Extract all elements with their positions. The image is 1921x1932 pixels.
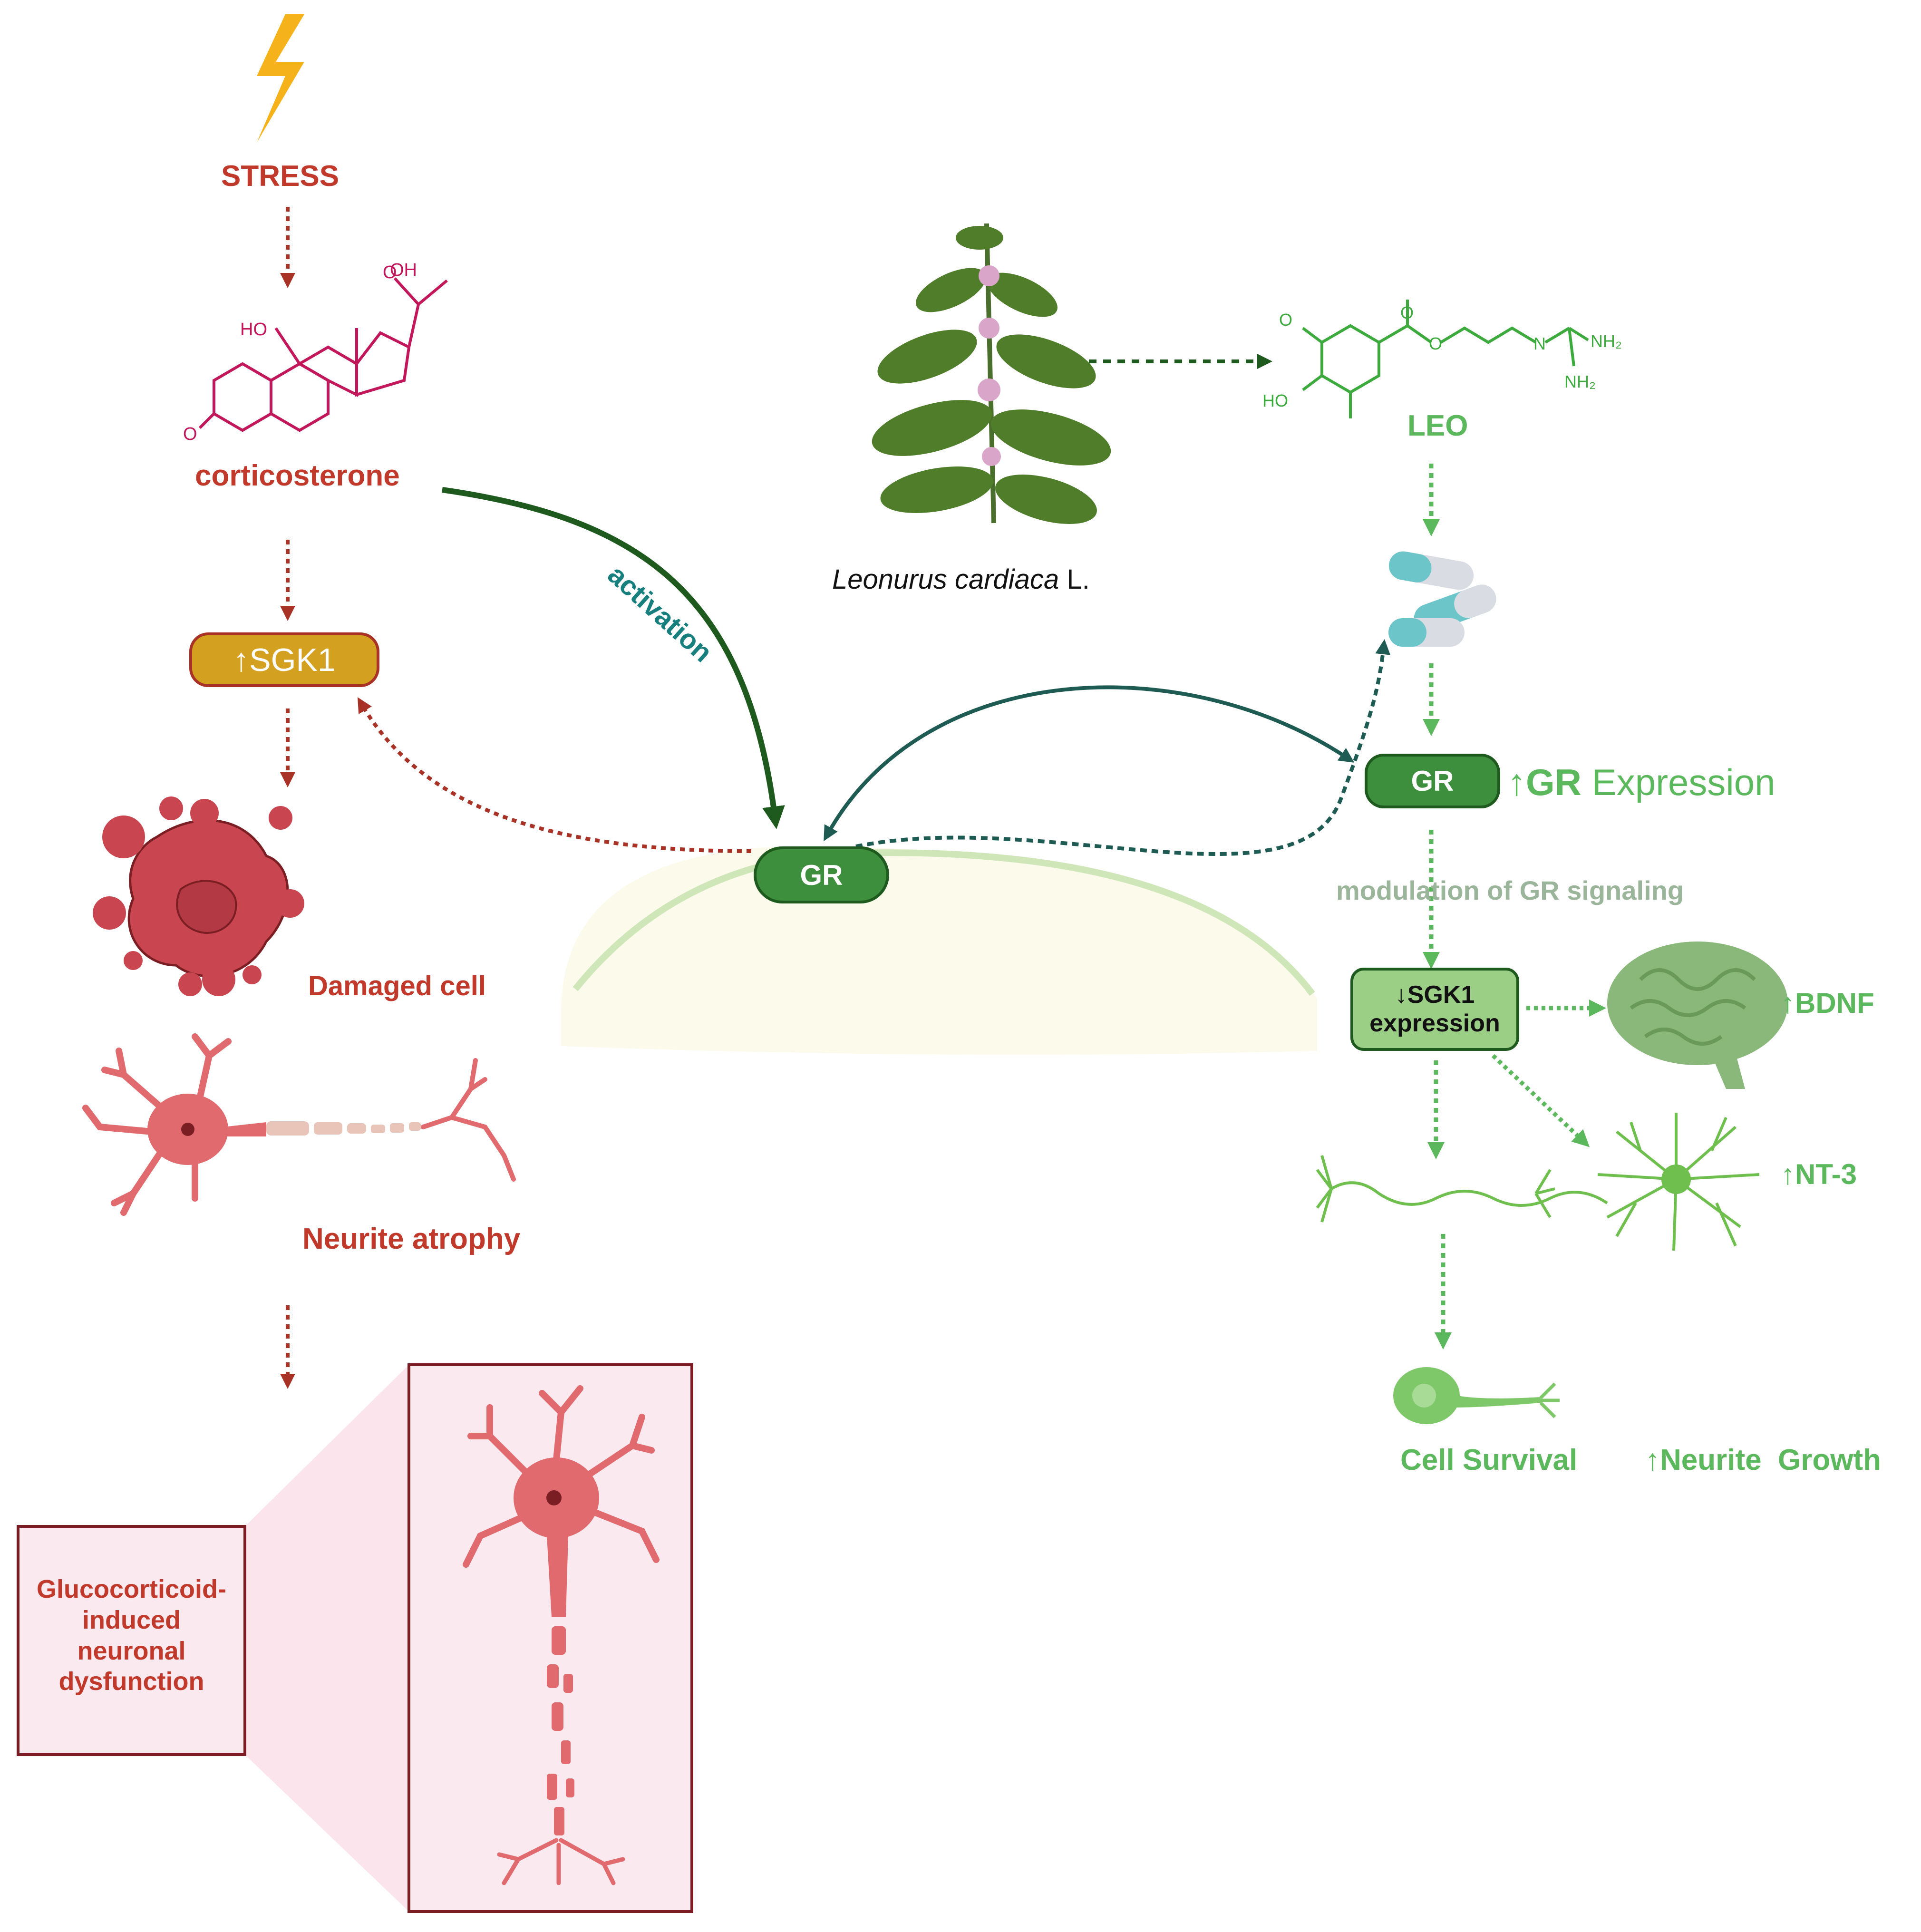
neurite-growth-label: ↑Neurite Growth bbox=[1645, 1444, 1882, 1476]
stress-label: STRESS bbox=[221, 160, 340, 193]
neuron-icon bbox=[1597, 1113, 1760, 1251]
leo-atom-labels: O O N NH₂ NH₂ HO O bbox=[1262, 303, 1622, 410]
steroid-ho: HO bbox=[240, 320, 267, 340]
dysfunction-zoom bbox=[17, 1363, 693, 1913]
lightning-bolt-icon bbox=[257, 14, 304, 143]
arrow-sgk1-to-neuron bbox=[1491, 1054, 1590, 1147]
steroid-oh: OH bbox=[390, 260, 417, 280]
leo-structure-icon bbox=[1302, 300, 1589, 418]
sgk1-up-label: ↑SGK1 bbox=[233, 641, 336, 678]
cell-survival-neuron-icon bbox=[1393, 1367, 1560, 1424]
gr-expression-label: ↑GR Expression bbox=[1507, 761, 1775, 804]
steroid-ketone-o: O bbox=[183, 424, 197, 444]
leo-label: LEO bbox=[1407, 409, 1468, 442]
capsule-icon bbox=[1388, 551, 1496, 647]
gr-right-label: GR bbox=[1411, 765, 1454, 797]
neurite-icon bbox=[1316, 1155, 1608, 1223]
gr-expression-rest: Expression bbox=[1581, 761, 1775, 803]
dysfunctional-neuron-icon bbox=[463, 1385, 660, 1885]
gr-expression-arrow: ↑ bbox=[1507, 761, 1526, 803]
svg-text:N: N bbox=[1533, 334, 1546, 353]
sgk1-down-line1: ↓SGK1 bbox=[1395, 981, 1475, 1009]
brain-icon bbox=[1607, 942, 1788, 1089]
sgk1-down-box: ↓SGK1 expression bbox=[1350, 968, 1519, 1051]
svg-text:O: O bbox=[1279, 310, 1292, 330]
plant-species: Leonurus cardiaca bbox=[832, 564, 1059, 595]
arrow-gr-to-sgk1 bbox=[357, 697, 752, 853]
leonurus-plant-icon bbox=[872, 223, 1111, 524]
modulation-label: modulation of GR signaling bbox=[1336, 875, 1684, 905]
neurite-atrophy-label: Neurite atrophy bbox=[302, 1223, 521, 1255]
gr-expression-bold: GR bbox=[1526, 761, 1581, 803]
steroid-o: O bbox=[383, 262, 397, 282]
svg-text:NH₂: NH₂ bbox=[1591, 331, 1622, 351]
atrophy-neuron-icon bbox=[82, 1033, 516, 1216]
sgk1-down-line2: expression bbox=[1369, 1009, 1500, 1037]
activation-arrow bbox=[442, 487, 785, 829]
cell-membrane bbox=[561, 845, 1317, 1055]
damaged-cell-label: Damaged cell bbox=[308, 971, 486, 1001]
plant-author: L. bbox=[1059, 564, 1090, 595]
sgk1-up-badge: ↑SGK1 bbox=[189, 632, 379, 687]
svg-text:NH₂: NH₂ bbox=[1564, 372, 1596, 391]
plant-name-label: Leonurus cardiaca L. bbox=[832, 563, 1090, 595]
cell-survival-label: Cell Survival bbox=[1400, 1444, 1578, 1476]
gr-right-node: GR bbox=[1365, 754, 1500, 808]
svg-text:O: O bbox=[1400, 303, 1414, 322]
gr-center-label: GR bbox=[800, 859, 843, 891]
nt3-label: ↑NT-3 bbox=[1781, 1158, 1857, 1190]
gr-center-node: GR bbox=[754, 846, 889, 903]
svg-text:O: O bbox=[1429, 334, 1442, 353]
damaged-cell-icon bbox=[93, 796, 304, 996]
svg-text:HO: HO bbox=[1262, 391, 1288, 410]
bdnf-label: ↑BDNF bbox=[1781, 987, 1874, 1019]
arrow-gr-gr-link bbox=[824, 685, 1355, 841]
steroid-structure-icon bbox=[198, 277, 448, 432]
arrow-gr-to-capsules bbox=[855, 639, 1391, 856]
dysfunction-label: Glucocorticoid- induced neuronal dysfunc… bbox=[36, 1575, 226, 1696]
corticosterone-label: corticosterone bbox=[195, 459, 400, 492]
